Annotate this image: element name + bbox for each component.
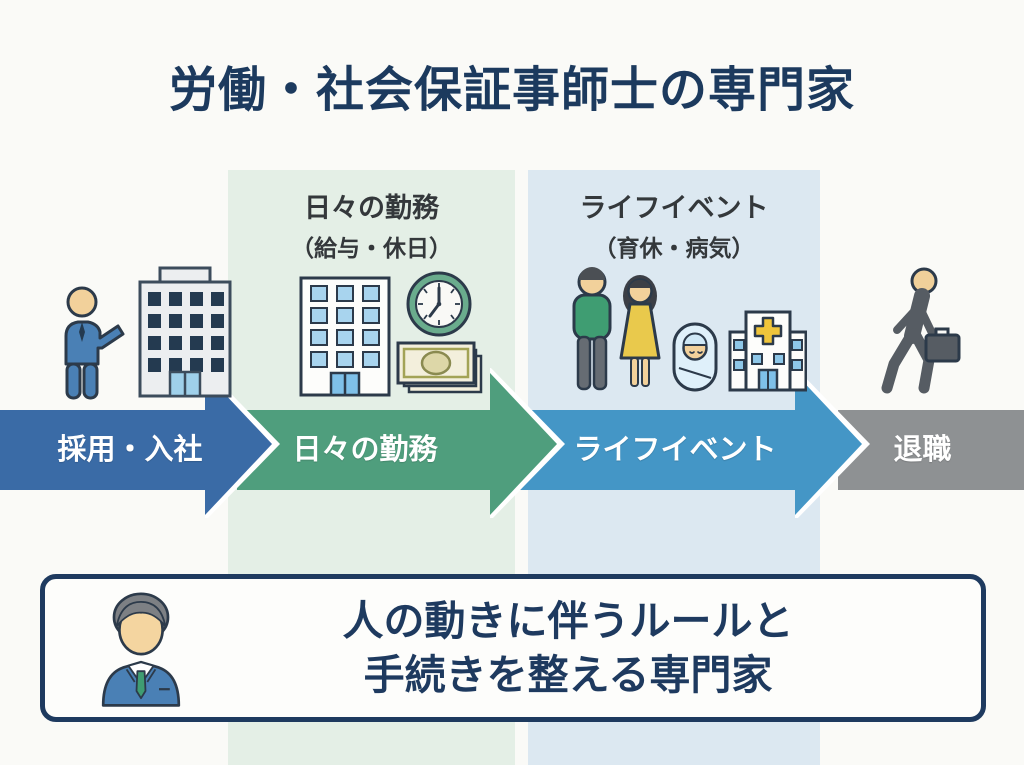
stage-label-retire: 退職 <box>893 434 952 466</box>
daily-work-arrow-shape <box>237 373 557 515</box>
summary-callout-box: 人の動きに伴うルールと 手続きを整える専門家 <box>40 574 986 722</box>
life-event-arrow-shape <box>520 373 862 515</box>
summary-line1: 人の動きに伴うルールと <box>342 597 794 644</box>
life-event-header-line1: ライフイベント <box>579 193 769 223</box>
career-timeline-arrows <box>0 368 1024 518</box>
daily-work-icon-group <box>293 270 483 402</box>
life-event-icon-group <box>552 264 808 405</box>
stage-label-life-event: ライフイベント <box>573 434 777 466</box>
daily-work-header-line1: 日々の勤務 <box>304 193 439 223</box>
businessman-and-building-icon <box>64 266 232 400</box>
retire-stage-icon-group <box>872 266 967 406</box>
retire-arrow-shape <box>838 410 1024 490</box>
hire-arrow-shape <box>0 373 272 515</box>
summary-line2: 手続きを整える専門家 <box>363 652 773 698</box>
walking-businessman-icon <box>881 267 961 394</box>
stage-label-daily-work: 日々の勤務 <box>292 434 438 466</box>
advisor-icon-wrap <box>87 585 195 712</box>
page-title: 労働・社会保証事師士の専門家 <box>168 64 855 117</box>
family-baby-hospital-icon <box>572 267 808 392</box>
daily-work-column-header: 日々の勤務 （給与・休日） <box>228 186 515 263</box>
life-event-header-line2: （育休・病気） <box>593 235 755 261</box>
stage-label-hire: 採用・入社 <box>57 434 203 466</box>
hire-stage-icon-group <box>52 262 237 407</box>
daily-work-header-line2: （給与・休日） <box>291 235 452 261</box>
advisor-icon <box>101 591 181 707</box>
building-clock-money-icon <box>299 271 483 397</box>
summary-text: 人の動きに伴うルールと 手続きを整える専門家 <box>195 594 941 702</box>
life-event-column-header: ライフイベント （育休・病気） <box>528 186 820 263</box>
